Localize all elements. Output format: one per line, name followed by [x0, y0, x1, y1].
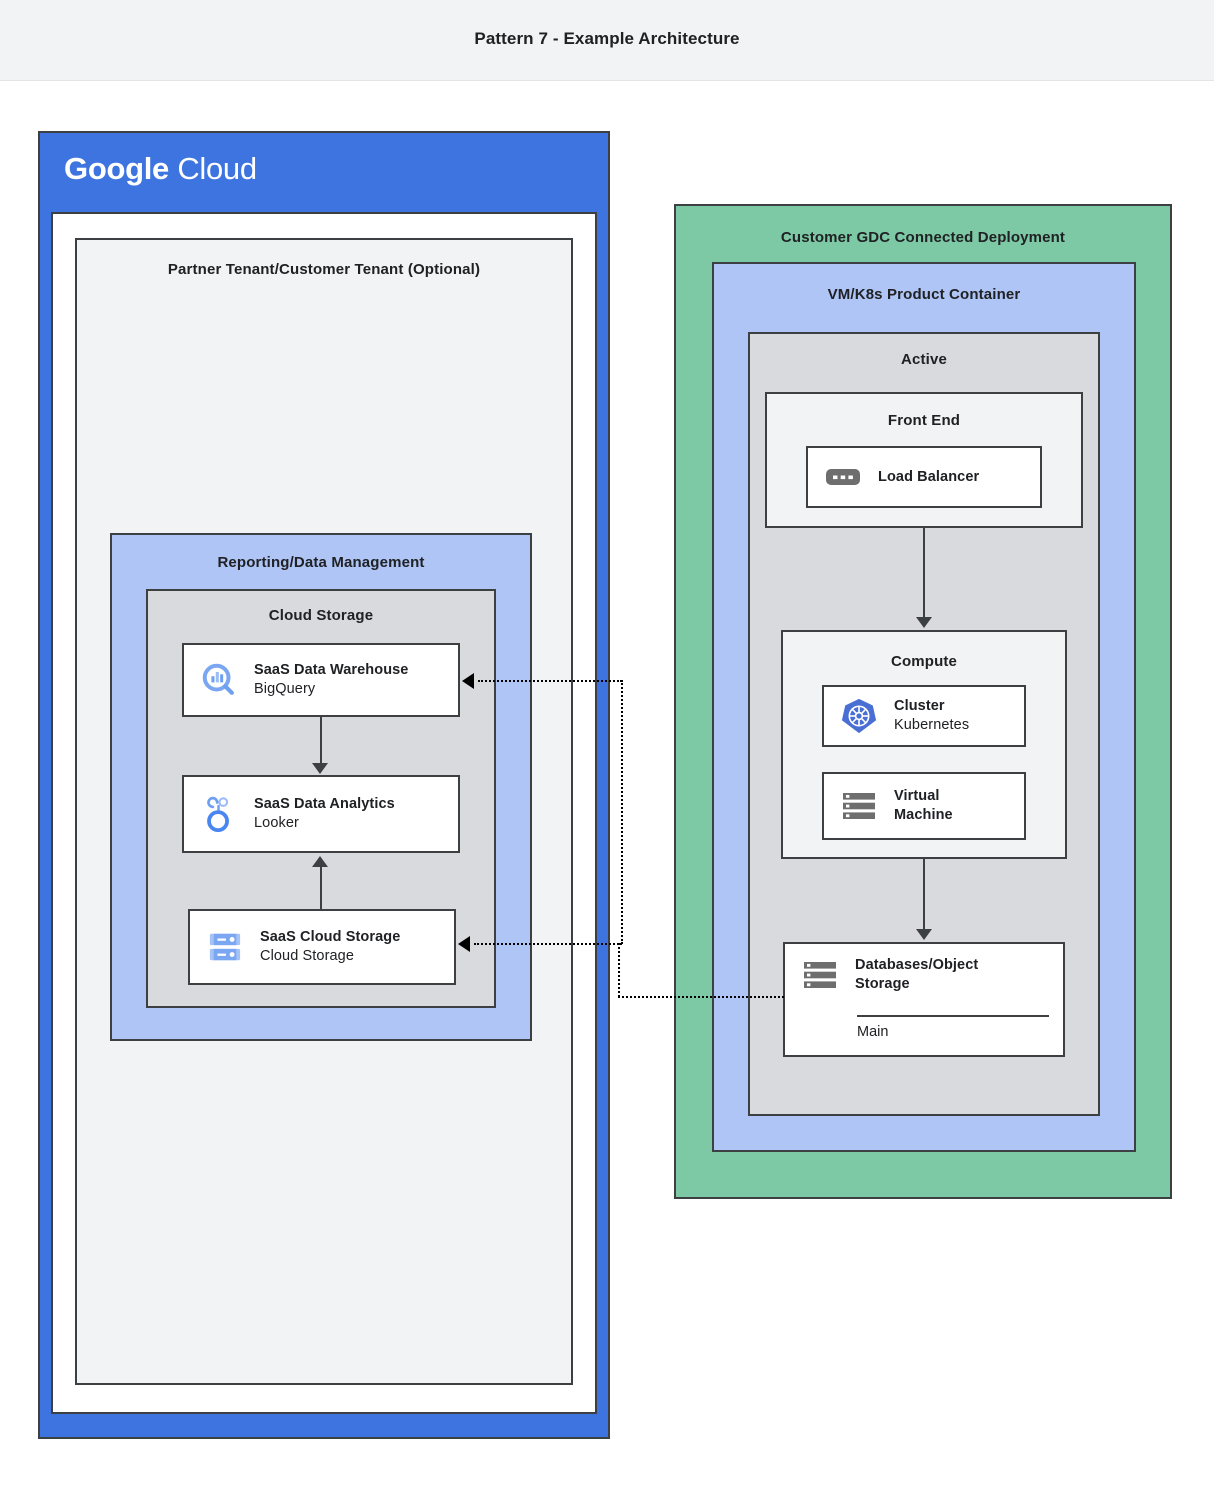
node-saas-data-analytics-sub: Looker [254, 815, 299, 831]
node-saas-data-analytics-label: SaaS Data Analytics [254, 796, 395, 813]
connector-compute-to-database-arrow [916, 929, 932, 940]
dotted-connector-to-saas-cloud-storage [474, 943, 622, 945]
node-virtual-machine[interactable]: Virtual Machine [822, 772, 1026, 840]
connector-frontend-to-compute-arrow [916, 617, 932, 628]
node-databases-label: Databases/Object [855, 957, 979, 973]
bigquery-icon [196, 661, 242, 699]
cloud-storage-icon [202, 930, 248, 964]
node-load-balancer-text: Load Balancer [878, 468, 979, 487]
page-title: Pattern 7 - Example Architecture [474, 29, 740, 48]
customer-gdc-title: Customer GDC Connected Deployment [780, 229, 1066, 246]
node-saas-cloud-storage[interactable]: SaaS Cloud Storage Cloud Storage [188, 909, 456, 985]
connector-storage-to-looker-line [320, 866, 322, 910]
node-virtual-machine-label-2: Machine [894, 807, 953, 823]
compute-title: Compute [890, 653, 958, 670]
looker-icon [196, 794, 242, 834]
google-cloud-logo-light: Cloud [177, 151, 257, 186]
connector-frontend-to-compute-line [923, 528, 925, 618]
node-databases-detail: Main [857, 1024, 889, 1040]
dotted-connector-from-database [618, 996, 784, 998]
dotted-connector-to-bigquery [478, 680, 622, 682]
node-cluster-sub: Kubernetes [894, 717, 970, 733]
node-databases-header: Databases/Object Storage [785, 944, 1063, 993]
kubernetes-icon [836, 697, 882, 735]
load-balancer-icon [820, 465, 866, 489]
node-saas-data-warehouse-label: SaaS Data Warehouse [254, 662, 409, 679]
dotted-connector-to-bigquery-arrow [462, 673, 474, 689]
connector-compute-to-database-line [923, 859, 925, 929]
node-virtual-machine-label: Virtual [894, 788, 940, 805]
connector-storage-to-looker-arrow [312, 856, 328, 867]
dotted-connector-to-saas-cloud-storage-arrow [458, 936, 470, 952]
node-saas-cloud-storage-sub: Cloud Storage [260, 948, 354, 964]
node-saas-data-analytics-text: SaaS Data Analytics Looker [254, 795, 395, 832]
node-saas-data-analytics[interactable]: SaaS Data Analytics Looker [182, 775, 460, 853]
vm-k8s-title: VM/K8s Product Container [827, 286, 1021, 303]
active-title: Active [901, 351, 947, 368]
node-cluster-text: Cluster Kubernetes [894, 697, 969, 734]
node-saas-cloud-storage-text: SaaS Cloud Storage Cloud Storage [260, 928, 400, 965]
node-saas-data-warehouse[interactable]: SaaS Data Warehouse BigQuery [182, 643, 460, 717]
cloud-storage-group-title: Cloud Storage [268, 607, 374, 624]
front-end-title: Front End [887, 412, 961, 429]
partner-tenant-title: Partner Tenant/Customer Tenant (Optional… [167, 261, 481, 278]
database-icon [797, 959, 843, 991]
page-header: Pattern 7 - Example Architecture [0, 0, 1214, 81]
connector-bigquery-to-looker-line [320, 717, 322, 764]
node-load-balancer-label: Load Balancer [878, 468, 980, 485]
dotted-connector-vertical-lower [618, 943, 620, 997]
reporting-data-management-title: Reporting/Data Management [217, 554, 425, 571]
node-databases-label-2: Storage [855, 975, 910, 992]
node-load-balancer[interactable]: Load Balancer [806, 446, 1042, 508]
node-saas-cloud-storage-label: SaaS Cloud Storage [260, 929, 401, 946]
node-databases-divider [857, 1015, 1049, 1017]
node-virtual-machine-text: Virtual Machine [894, 787, 953, 824]
virtual-machine-icon [836, 790, 882, 822]
node-saas-data-warehouse-text: SaaS Data Warehouse BigQuery [254, 661, 408, 698]
node-saas-data-warehouse-sub: BigQuery [254, 681, 316, 697]
google-cloud-logo: Google Cloud [64, 151, 257, 187]
dotted-connector-vertical-upper [621, 680, 623, 944]
node-databases-object-storage[interactable]: Databases/Object Storage Main [783, 942, 1065, 1057]
google-cloud-logo-bold: Google [64, 151, 169, 186]
connector-bigquery-to-looker-arrow [312, 763, 328, 774]
node-cluster-label: Cluster [894, 698, 945, 715]
node-databases-text: Databases/Object Storage [855, 956, 978, 993]
node-cluster[interactable]: Cluster Kubernetes [822, 685, 1026, 747]
